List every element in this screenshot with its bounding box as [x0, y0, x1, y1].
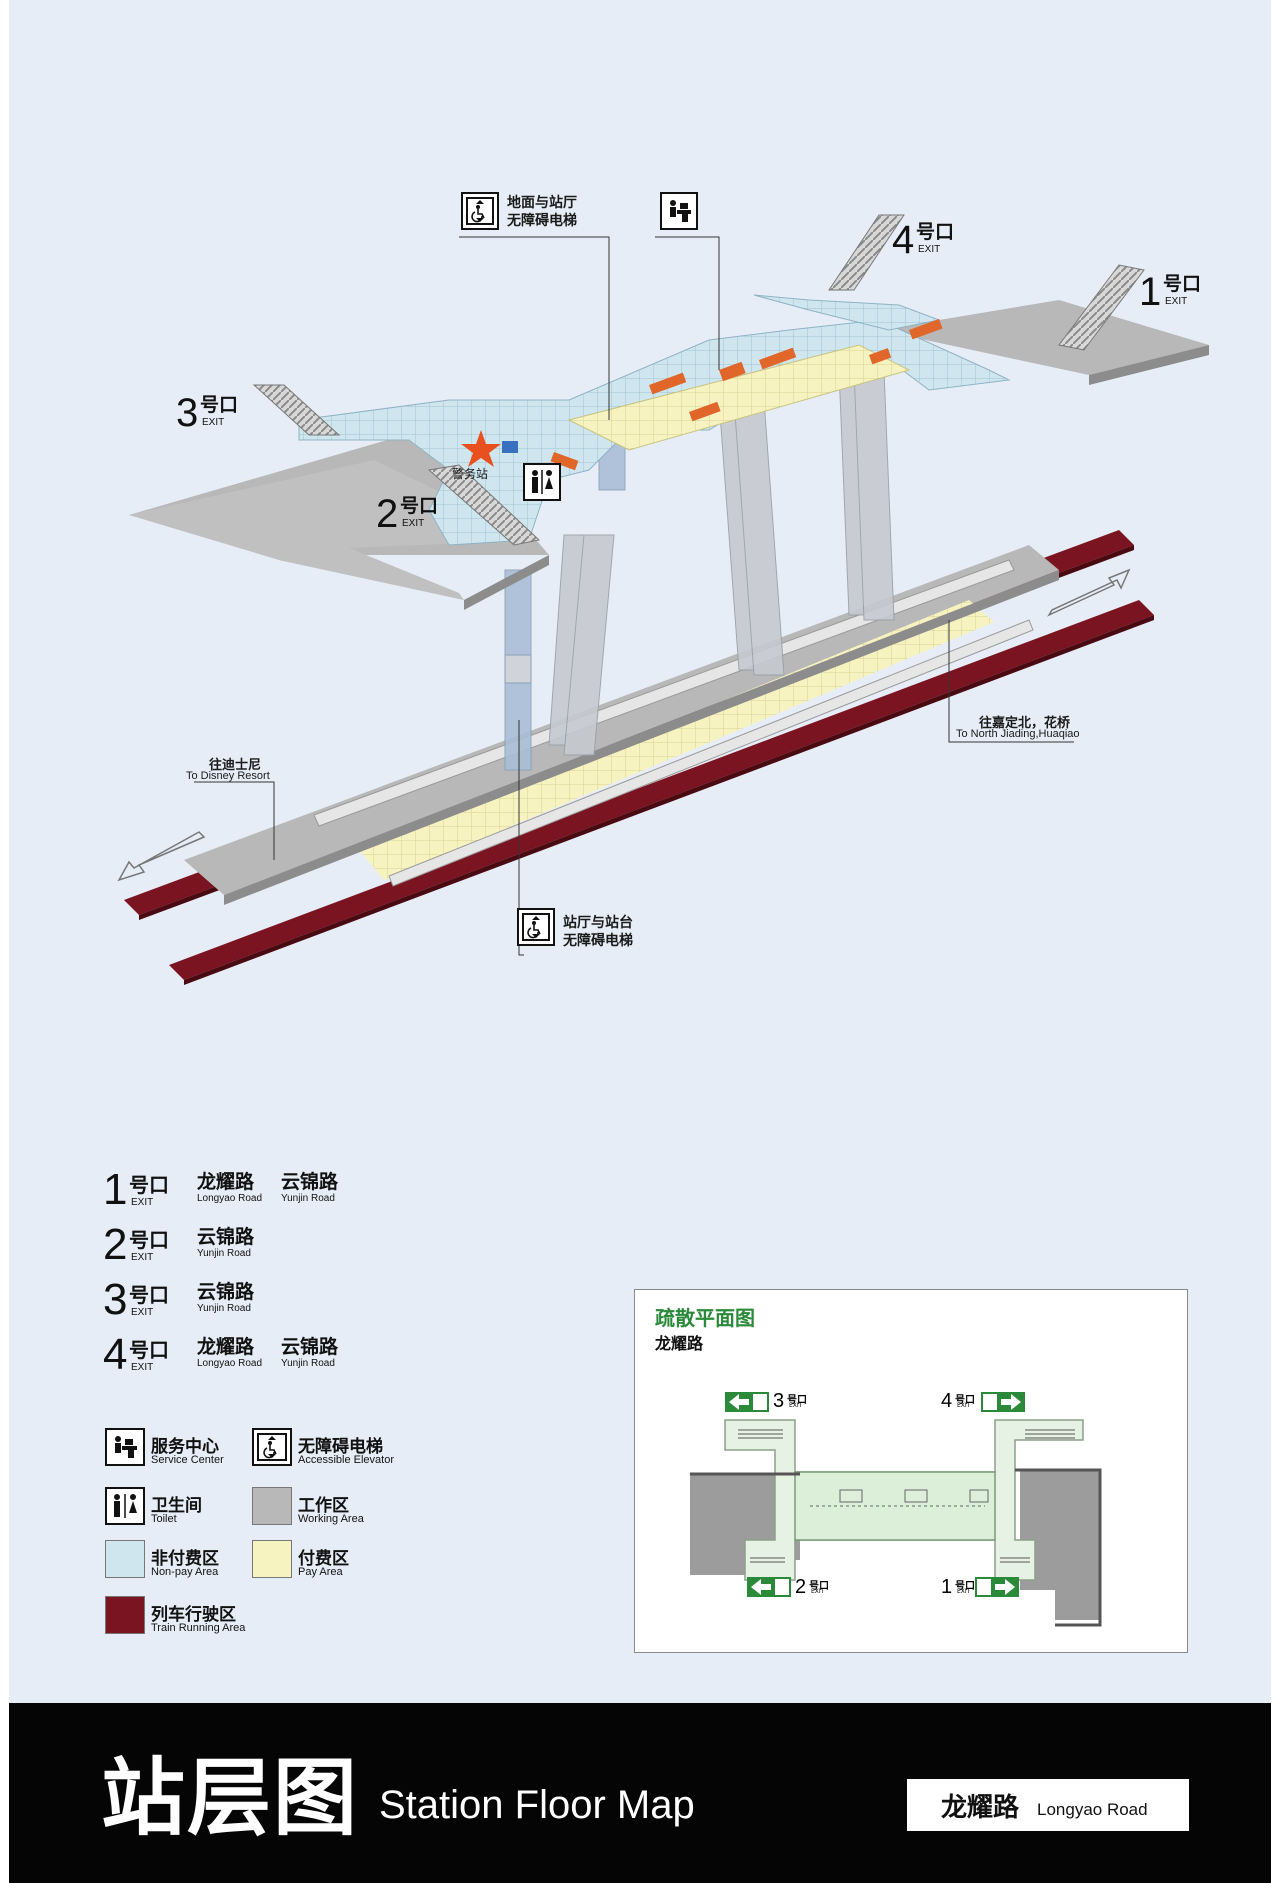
train-running-area-swatch [105, 1596, 145, 1634]
escalators [252, 214, 1145, 546]
leader-service [655, 236, 720, 370]
direction-north-en: To North Jiading,Huaqiao [956, 728, 1080, 740]
legend-toilet: 卫生间 Toilet [105, 1487, 255, 1533]
map-exit-2: 2 号口 EXIT [376, 492, 439, 536]
legend-non-pay-area: 非付费区 Non-pay Area [105, 1540, 255, 1586]
non-pay-area-swatch [105, 1540, 145, 1578]
accessible-elevator-icon-bottom [517, 908, 555, 946]
legend-service-center: 服务中心 Service Center [105, 1428, 255, 1474]
station-poster: 地面与站厅 无障碍电梯 站厅与站台 无障碍电梯 警务站 4 号口 EXIT 1 … [9, 0, 1271, 1883]
platform [184, 545, 1059, 905]
footer-bar: 站层图 Station Floor Map 龙耀路 Longyao Road [9, 1703, 1271, 1883]
leader-elevator-top [459, 236, 610, 420]
police-station-star [461, 430, 501, 467]
columns [548, 369, 895, 756]
footer-title-en: Station Floor Map [379, 1783, 695, 1827]
legend-working-area: 工作区 Working Area [252, 1487, 422, 1533]
direction-arrow-north [1047, 568, 1131, 617]
leader-north [948, 620, 1074, 743]
elevator-bottom-label-2: 无障碍电梯 [563, 933, 633, 949]
fare-gates [550, 319, 943, 471]
legend-pay-area: 付费区 Pay Area [252, 1540, 422, 1586]
train-track-lower [169, 600, 1154, 985]
station-name-en: Longyao Road [1037, 1800, 1148, 1819]
service-center-icon [660, 192, 698, 230]
pay-area-swatch [252, 1540, 292, 1578]
station-name-cn: 龙耀路 [941, 1793, 1020, 1823]
service-center-icon [105, 1428, 145, 1466]
toilet-icon-map [523, 463, 561, 501]
map-exit-3: 3 号口 EXIT [176, 391, 239, 435]
elevator-top-label-2: 无障碍电梯 [507, 213, 577, 229]
map-exit-4: 4 号口 EXIT [892, 218, 955, 262]
legend-train-running-area: 列车行驶区 Train Running Area [105, 1596, 285, 1642]
evacuation-title: 疏散平面图 [655, 1306, 755, 1330]
working-area-right [879, 300, 1209, 385]
legend-accessible-elevator: 无障碍电梯 Accessible Elevator [252, 1428, 422, 1474]
footer-title-cn: 站层图 [101, 1749, 360, 1847]
evacuation-plan: 疏散平面图 龙耀路 [634, 1289, 1188, 1653]
direction-disney-cn: 往迪士尼 [209, 758, 262, 773]
accessible-elevator-icon-top [461, 192, 499, 230]
leader-disney [194, 781, 275, 860]
accessible-elevator-icon [252, 1428, 292, 1466]
station-name-box: 龙耀路 Longyao Road [907, 1779, 1189, 1831]
elevator-bottom-label-1: 站厅与站台 [563, 915, 633, 931]
toilet-icon [105, 1487, 145, 1525]
evacuation-subtitle: 龙耀路 [655, 1334, 704, 1353]
direction-north-cn: 往嘉定北，花桥 [979, 716, 1071, 731]
working-area-swatch [252, 1487, 292, 1525]
police-booth [502, 441, 518, 453]
evacuation-floorplan [690, 1392, 1102, 1627]
direction-disney-en: To Disney Resort [186, 770, 270, 782]
map-exit-1: 1 号口 EXIT [1139, 270, 1202, 314]
leader-elevator-bottom [518, 720, 524, 956]
station-3d-map [117, 214, 1209, 985]
direction-arrow-disney [117, 831, 206, 882]
elevator-top-label-1: 地面与站厅 [507, 195, 577, 211]
police-label: 警务站 [452, 467, 489, 481]
